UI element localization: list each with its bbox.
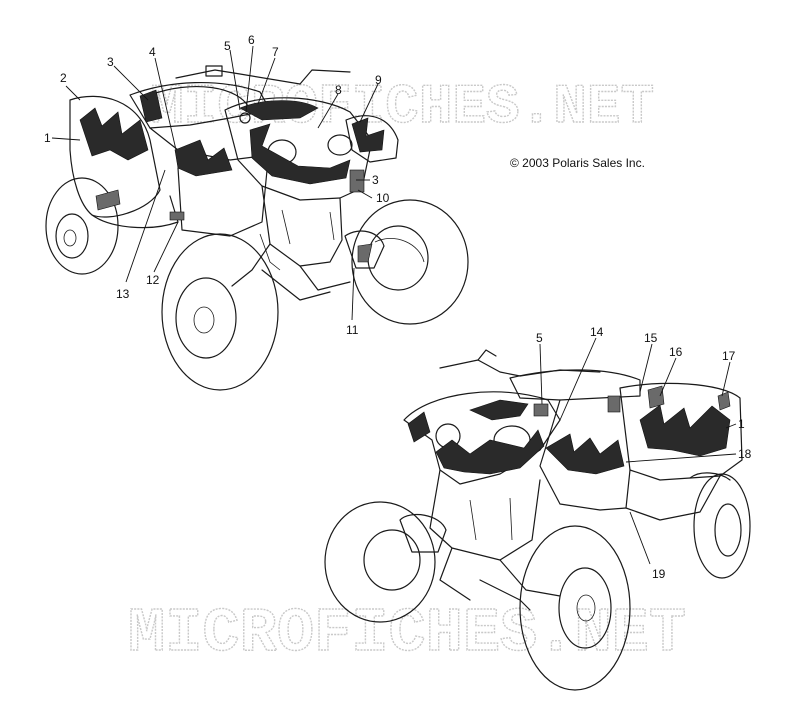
wheel-front-left-lower <box>324 501 436 623</box>
handlebars-lower <box>439 349 601 377</box>
callouts-lower: 5 14 15 16 17 1 18 19 <box>536 325 752 581</box>
handlebars-upper <box>175 65 351 85</box>
callout-label: 8 <box>335 83 342 97</box>
callout-label: 14 <box>590 325 604 339</box>
frame-lower <box>399 469 561 611</box>
callout-label: 9 <box>375 73 382 87</box>
callout-label: 18 <box>738 447 752 461</box>
callout-label: 7 <box>272 45 279 59</box>
callout-label: 16 <box>669 345 683 359</box>
callout-label: 3 <box>372 173 379 187</box>
leader-lines <box>51 45 737 565</box>
frame-upper <box>231 185 385 301</box>
wheel-rear-left-upper <box>45 177 119 275</box>
callout-label: 15 <box>644 331 658 345</box>
callout-label: 12 <box>146 273 160 287</box>
callout-label: 19 <box>652 567 666 581</box>
atv-upper <box>45 65 469 391</box>
front-hood-lower <box>403 391 561 485</box>
front-fender-right-upper <box>345 115 399 163</box>
callout-label: 1 <box>44 131 51 145</box>
callout-label: 5 <box>536 331 543 345</box>
callout-label: 11 <box>346 323 359 337</box>
wheel-rear-right-lower <box>689 472 751 579</box>
callout-label: 17 <box>722 349 736 363</box>
callouts-upper: 1 2 3 4 5 6 7 8 9 3 10 11 12 13 <box>44 33 390 337</box>
rear-fender-upper <box>69 95 179 229</box>
callout-label: 6 <box>248 33 255 47</box>
wheel-front-left-upper <box>161 233 279 391</box>
callout-label: 1 <box>738 417 745 431</box>
rear-fender-lower <box>619 382 743 521</box>
callout-label: 4 <box>149 45 156 59</box>
callout-label: 2 <box>60 71 67 85</box>
body-lower <box>509 369 641 511</box>
wheel-front-right-upper <box>351 199 469 325</box>
callout-label: 10 <box>376 191 390 205</box>
watermark-bottom: MICROFICHES.NET <box>128 598 686 669</box>
callout-label: 3 <box>107 55 114 69</box>
copyright-text: © 2003 Polaris Sales Inc. <box>510 156 645 170</box>
callout-label: 5 <box>224 39 231 53</box>
front-hood-upper <box>224 97 373 201</box>
atv-lower <box>324 349 751 691</box>
callout-label: 13 <box>116 287 130 301</box>
wheel-front-right-lower <box>519 525 631 691</box>
